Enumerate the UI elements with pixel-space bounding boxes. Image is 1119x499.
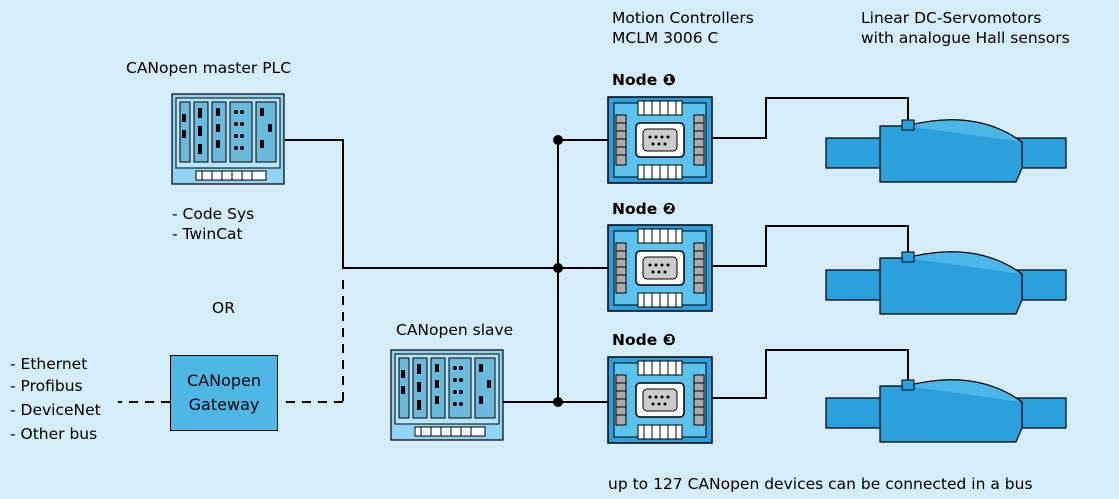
bus-option-ethernet: - Ethernet [10,355,88,373]
gateway-label-2: Gateway [188,395,260,414]
footer-note: up to 127 CANopen devices can be connect… [608,475,1033,493]
bus-junction-1 [553,135,563,145]
linear-servomotor-3 [825,379,1067,443]
linear-servomotor-2 [825,251,1067,315]
slave-rack [390,349,504,441]
motion-controller-node-2 [607,224,713,312]
motion-controllers-model: MCLM 3006 C [612,29,719,47]
bus-junction-2 [553,263,563,273]
master-plc-label: CANopen master PLC [126,59,292,77]
master-software-1: - Code Sys [172,205,255,223]
servomotors-subtitle: with analogue Hall sensors [861,29,1070,47]
linear-servomotor-1 [825,119,1067,183]
master-plc-rack [171,93,285,185]
motion-controller-node-1 [607,96,713,184]
dashed-alternative-links [118,280,344,403]
servomotors-title: Linear DC-Servomotors [861,9,1042,27]
bus-lines [285,97,909,403]
bus-option-devicenet: - DeviceNet [10,401,101,419]
node-3-label: Node ❸ [612,331,676,349]
motion-controllers-title: Motion Controllers [612,9,754,27]
node-2-label: Node ❷ [612,200,676,218]
master-software-2: - TwinCat [172,225,243,243]
motion-controller-node-3 [607,356,713,444]
bus-junction-3 [553,397,563,407]
gateway-label-1: CANopen [186,371,261,390]
slave-label: CANopen slave [396,321,514,339]
or-label: OR [212,299,235,317]
bus-option-profibus: - Profibus [10,377,83,395]
bus-option-other: - Other bus [10,425,98,443]
canopen-gateway-box: CANopen Gateway [170,355,278,431]
node-1-label: Node ❶ [612,71,676,89]
